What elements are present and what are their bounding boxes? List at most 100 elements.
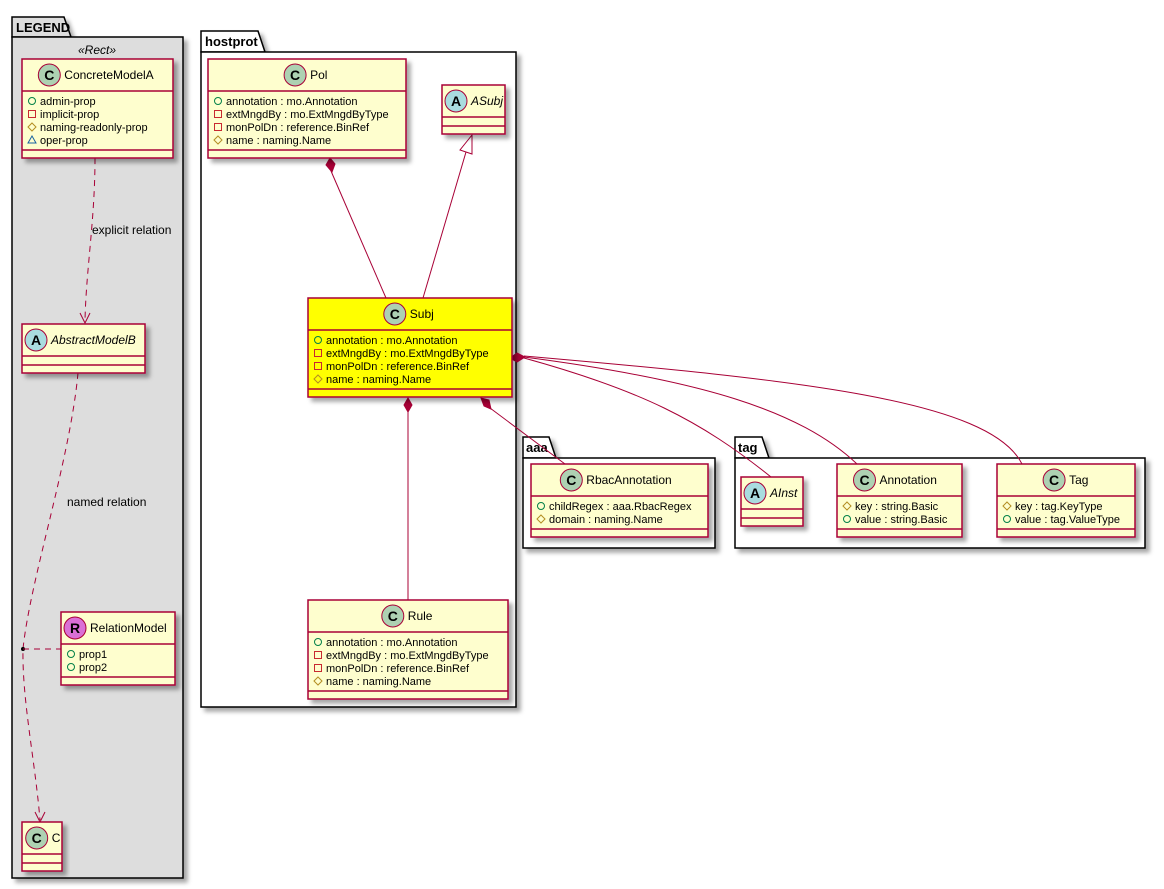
- class-name: RbacAnnotation: [586, 473, 671, 487]
- class-attribute: extMngdBy : mo.ExtMngdByType: [226, 109, 389, 121]
- visibility-protected-icon: [27, 122, 37, 132]
- visibility-public-icon: [314, 638, 322, 646]
- class-name: Tag: [1069, 473, 1088, 487]
- visibility-public-icon: [67, 650, 75, 658]
- package-stereotype: «Rect»: [78, 43, 116, 57]
- svg-text:C: C: [290, 67, 300, 83]
- edge-pol-subj: [325, 157, 387, 299]
- abstract-class-icon: A: [743, 481, 767, 505]
- svg-text:C: C: [388, 608, 398, 624]
- class-name: AbstractModelB: [50, 333, 136, 347]
- class-abstractmodelb[interactable]: A AbstractModelB: [21, 323, 146, 374]
- visibility-public-icon: [67, 663, 75, 671]
- svg-text:C: C: [32, 830, 42, 846]
- class-attribute: naming-readonly-prop: [40, 122, 148, 134]
- class-icon: C: [381, 604, 405, 628]
- class-attribute: domain : naming.Name: [549, 514, 663, 526]
- visibility-public-icon: [314, 336, 322, 344]
- class-asubj[interactable]: A ASubj: [441, 84, 506, 135]
- class-name: C: [52, 831, 61, 845]
- class-attribute: annotation : mo.Annotation: [326, 637, 457, 649]
- svg-text:A: A: [451, 93, 461, 109]
- package-name: LEGEND: [16, 20, 70, 35]
- visibility-protected-icon: [213, 135, 223, 145]
- edge-label: named relation: [67, 495, 146, 509]
- visibility-protected-icon: [536, 514, 546, 524]
- edge-label: explicit relation: [92, 223, 171, 237]
- class-attribute: implicit-prop: [40, 109, 99, 121]
- class-ainst[interactable]: A AInst: [740, 476, 804, 527]
- visibility-private-icon: [314, 664, 322, 672]
- class-name: Annotation: [880, 473, 937, 487]
- class-name: AInst: [769, 486, 798, 500]
- class-attribute: key : string.Basic: [855, 501, 939, 513]
- class-attribute: name : naming.Name: [326, 676, 431, 688]
- class-attribute: key : tag.KeyType: [1015, 501, 1102, 513]
- package-name: tag: [738, 440, 758, 455]
- package-name: hostprot: [205, 34, 258, 49]
- svg-text:C: C: [1049, 472, 1059, 488]
- visibility-private-icon: [214, 110, 222, 118]
- class-attribute: name : naming.Name: [226, 135, 331, 147]
- class-attribute: value : tag.ValueType: [1015, 514, 1120, 526]
- svg-text:R: R: [70, 620, 80, 636]
- visibility-public-icon: [28, 97, 36, 105]
- visibility-public-icon: [537, 502, 545, 510]
- visibility-package-icon: [27, 134, 37, 144]
- visibility-private-icon: [314, 349, 322, 357]
- class-attribute: extMngdBy : mo.ExtMngdByType: [326, 650, 489, 662]
- visibility-private-icon: [314, 362, 322, 370]
- edge-subj-rbacannotation: [480, 397, 566, 465]
- package-legend: LEGEND «Rect»: [11, 16, 184, 879]
- class-rbacannotation[interactable]: C RbacAnnotation childRegex : aaa.RbacRege…: [530, 463, 709, 538]
- svg-text:C: C: [390, 306, 400, 322]
- class-name: Subj: [410, 307, 434, 321]
- visibility-private-icon: [314, 651, 322, 659]
- class-icon: C: [25, 826, 49, 850]
- visibility-public-icon: [1003, 515, 1011, 523]
- class-name: ASubj: [470, 94, 503, 108]
- visibility-public-icon: [214, 97, 222, 105]
- visibility-private-icon: [214, 123, 222, 131]
- class-attribute: prop2: [79, 662, 107, 674]
- class-subj[interactable]: C Subj annotation : mo.AnnotationextMngdBy…: [307, 297, 513, 398]
- class-attribute: monPolDn : reference.BinRef: [326, 663, 470, 675]
- svg-text:C: C: [566, 472, 576, 488]
- class-attribute: admin-prop: [40, 96, 96, 108]
- class-attribute: oper-prop: [40, 135, 88, 147]
- class-attribute: annotation : mo.Annotation: [326, 335, 457, 347]
- class-attribute: prop1: [79, 649, 107, 661]
- visibility-private-icon: [28, 110, 36, 118]
- class-attribute: value : string.Basic: [855, 514, 948, 526]
- class-attribute: extMngdBy : mo.ExtMngdByType: [326, 348, 489, 360]
- visibility-protected-icon: [313, 676, 323, 686]
- edge-explicit-relation: explicit relation: [79, 157, 171, 325]
- class-icon: C: [853, 468, 876, 492]
- class-name: RelationModel: [90, 621, 167, 635]
- edge-asubj-subj: [422, 133, 473, 299]
- class-attribute: name : naming.Name: [326, 374, 431, 386]
- class-attribute: monPolDn : reference.BinRef: [226, 122, 370, 134]
- visibility-protected-icon: [842, 501, 852, 511]
- class-icon: C: [559, 468, 583, 492]
- svg-text:A: A: [750, 485, 760, 501]
- class-attribute: childRegex : aaa.RbacRegex: [549, 501, 692, 513]
- visibility-protected-icon: [313, 374, 323, 384]
- class-attribute: monPolDn : reference.BinRef: [326, 361, 470, 373]
- svg-text:C: C: [44, 67, 54, 83]
- visibility-protected-icon: [1002, 501, 1012, 511]
- relation-icon: R: [63, 616, 87, 640]
- svg-text:A: A: [31, 332, 41, 348]
- package-name: aaa: [526, 440, 548, 455]
- visibility-public-icon: [843, 515, 851, 523]
- class-attribute: annotation : mo.Annotation: [226, 96, 357, 108]
